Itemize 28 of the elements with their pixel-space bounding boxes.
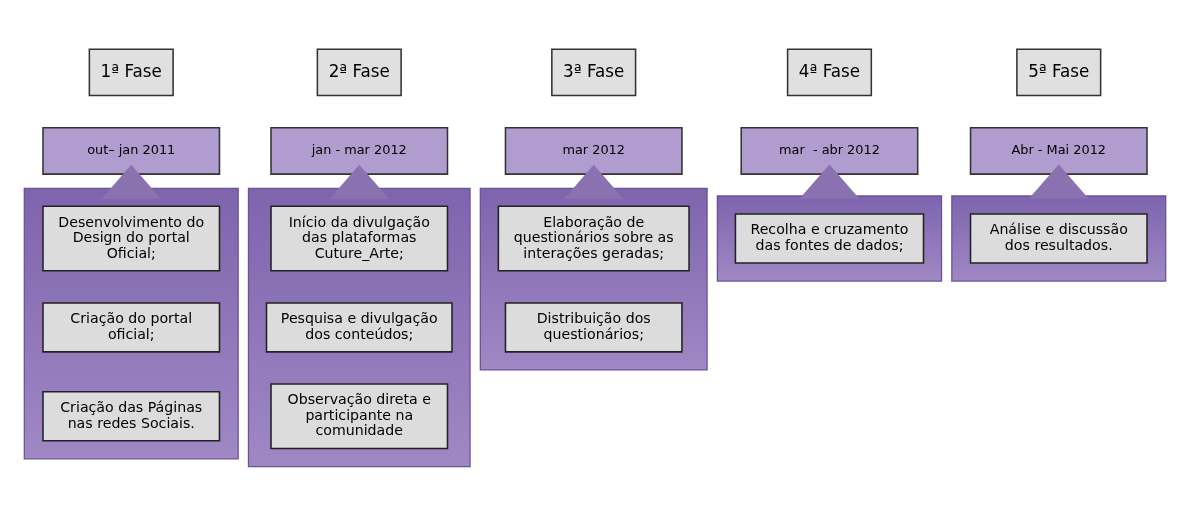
node-box: Observação direta e participante na comunidade: [270, 383, 449, 450]
node-box: 1ª Fase: [88, 48, 174, 97]
node-box: Elaboração de questionários sobre as interações geradas;: [497, 205, 690, 272]
node-box: Desenvolvimento do Design do portal Oficial;: [42, 205, 221, 272]
node-box: 3ª Fase: [551, 48, 637, 97]
cluster: [716, 195, 943, 282]
node-box: Criação das Páginas nas redes Sociais.: [42, 391, 221, 442]
cluster: [951, 195, 1167, 282]
node-box: Distribuição dos questionários;: [504, 302, 683, 353]
node-box: Criação do portal oficial;: [42, 302, 221, 353]
node-box: 4ª Fase: [786, 48, 873, 97]
cluster: [247, 187, 471, 468]
node-box: Análise e discussão dos resultados.: [969, 213, 1148, 264]
node-box: Pesquisa e divulgação dos conteúdos;: [265, 302, 453, 353]
node-box: Início da divulgação das plataformas Cuture_Arte;: [270, 205, 449, 272]
node-box: Abr - Mai 2012: [969, 126, 1148, 175]
cluster: [23, 187, 239, 460]
node-box: 2ª Fase: [316, 48, 402, 97]
node-box: jan - mar 2012: [270, 126, 449, 175]
arrow: [563, 164, 624, 200]
node-box: Recolha e cruzamento das fontes de dados;: [734, 213, 925, 264]
node-box: mar 2012: [504, 126, 683, 175]
node-box: 5ª Fase: [1016, 48, 1102, 97]
arrow: [329, 164, 390, 200]
node-box: mar - abr 2012: [740, 126, 919, 175]
arrow: [101, 164, 162, 200]
cluster: [479, 187, 708, 371]
node-box: out– jan 2011: [42, 126, 221, 175]
